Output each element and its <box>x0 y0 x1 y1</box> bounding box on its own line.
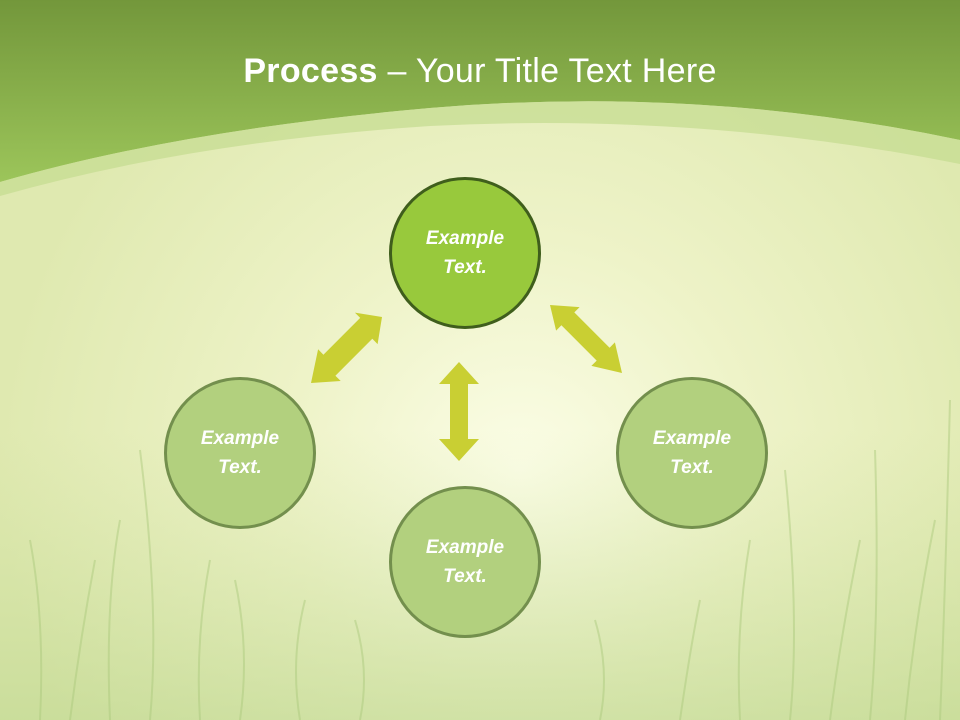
node-top-line1: Example <box>425 228 505 249</box>
node-right: Example Text. <box>616 377 768 529</box>
title-bold: Process <box>243 52 378 90</box>
slide-title: Process – Your Title Text Here <box>0 52 960 91</box>
node-right-line2: Text. <box>670 457 714 478</box>
grass-stalks <box>29 399 951 720</box>
arrow-center-to-bottom <box>439 362 479 461</box>
node-bottom-line2: Text. <box>443 566 487 587</box>
node-bottom-line1: Example <box>425 537 505 558</box>
arrow-top-to-right <box>550 305 622 373</box>
node-right-label: Example Text. <box>632 424 752 482</box>
node-left-label: Example Text. <box>180 424 300 482</box>
node-top-line2: Text. <box>443 257 487 278</box>
node-left-line1: Example <box>200 428 280 449</box>
node-top-label: Example Text. <box>405 224 525 282</box>
node-top: Example Text. <box>389 177 541 329</box>
node-right-line1: Example <box>652 428 732 449</box>
arrow-left-to-top <box>311 312 382 383</box>
title-rest: – Your Title Text Here <box>377 52 717 90</box>
node-left-line2: Text. <box>218 457 262 478</box>
node-bottom-label: Example Text. <box>405 533 525 591</box>
node-left: Example Text. <box>164 377 316 529</box>
node-bottom: Example Text. <box>389 486 541 638</box>
